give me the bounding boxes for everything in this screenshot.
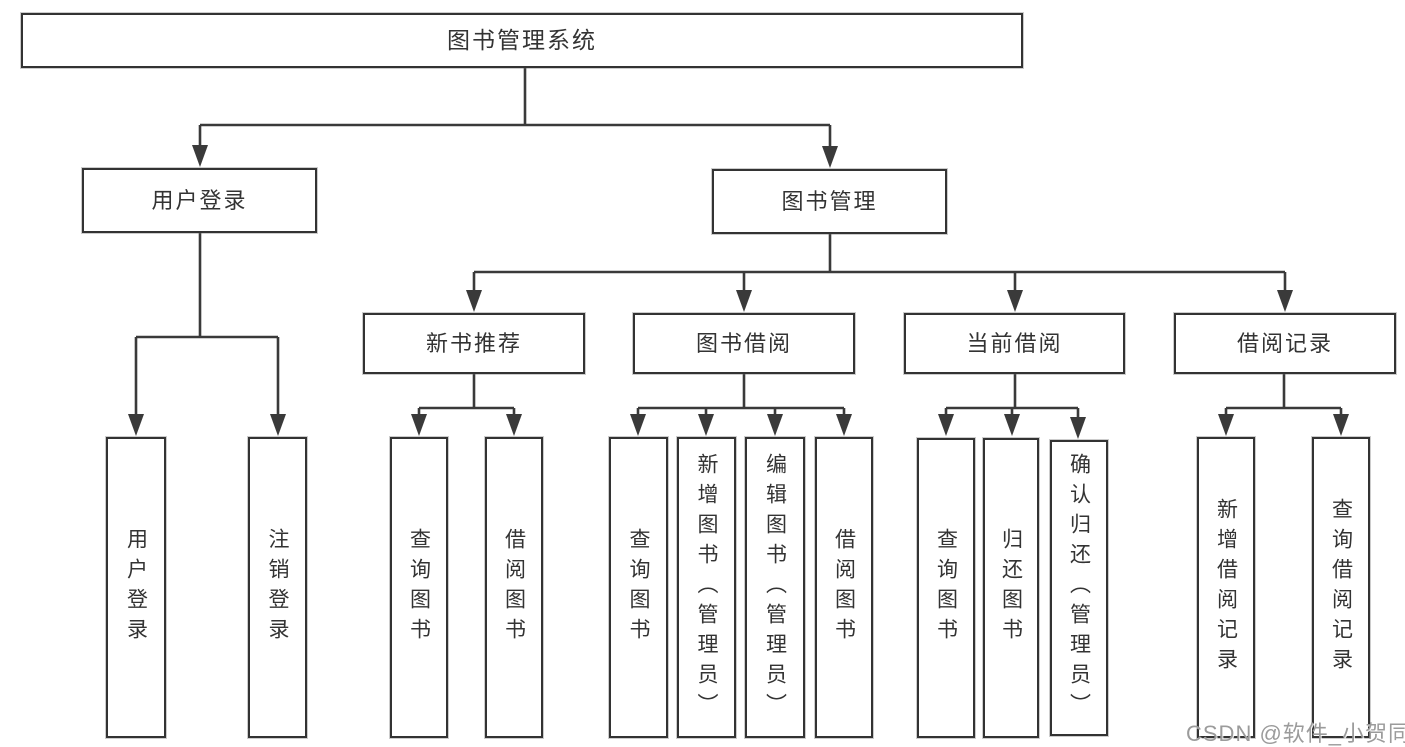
arrowheads [128, 145, 1349, 439]
node-new-book-recommendation: 新书推荐 [363, 313, 585, 374]
node-borrowing-records: 借阅记录 [1174, 313, 1396, 374]
leaf-logout: 注销登录 [248, 437, 307, 738]
node-current-borrowing: 当前借阅 [904, 313, 1125, 374]
node-user-login: 用户登录 [82, 168, 317, 233]
leaf-borrow-books: 借阅图书 [815, 437, 873, 738]
node-library-system: 图书管理系统 [21, 13, 1023, 68]
leaf-confirm-return-admin: 确认归还（管理员） [1050, 440, 1108, 736]
leaf-borrow-books-recommend: 借阅图书 [485, 437, 543, 738]
leaf-query-books-recommend: 查询图书 [390, 437, 448, 738]
node-book-management: 图书管理 [712, 169, 947, 234]
leaf-query-borrow-record: 查询借阅记录 [1312, 437, 1370, 738]
leaf-add-books-admin: 新增图书（管理员） [677, 437, 736, 738]
leaf-query-books-current: 查询图书 [917, 438, 975, 738]
leaf-add-borrow-record: 新增借阅记录 [1197, 437, 1255, 738]
leaf-user-login: 用户登录 [106, 437, 166, 738]
leaf-query-books-borrowing: 查询图书 [609, 437, 668, 738]
node-book-borrowing: 图书借阅 [633, 313, 855, 374]
leaf-edit-books-admin: 编辑图书（管理员） [745, 437, 805, 738]
watermark: CSDN @软件_小贺同学 [1186, 721, 1405, 746]
leaf-return-books: 归还图书 [983, 438, 1039, 738]
